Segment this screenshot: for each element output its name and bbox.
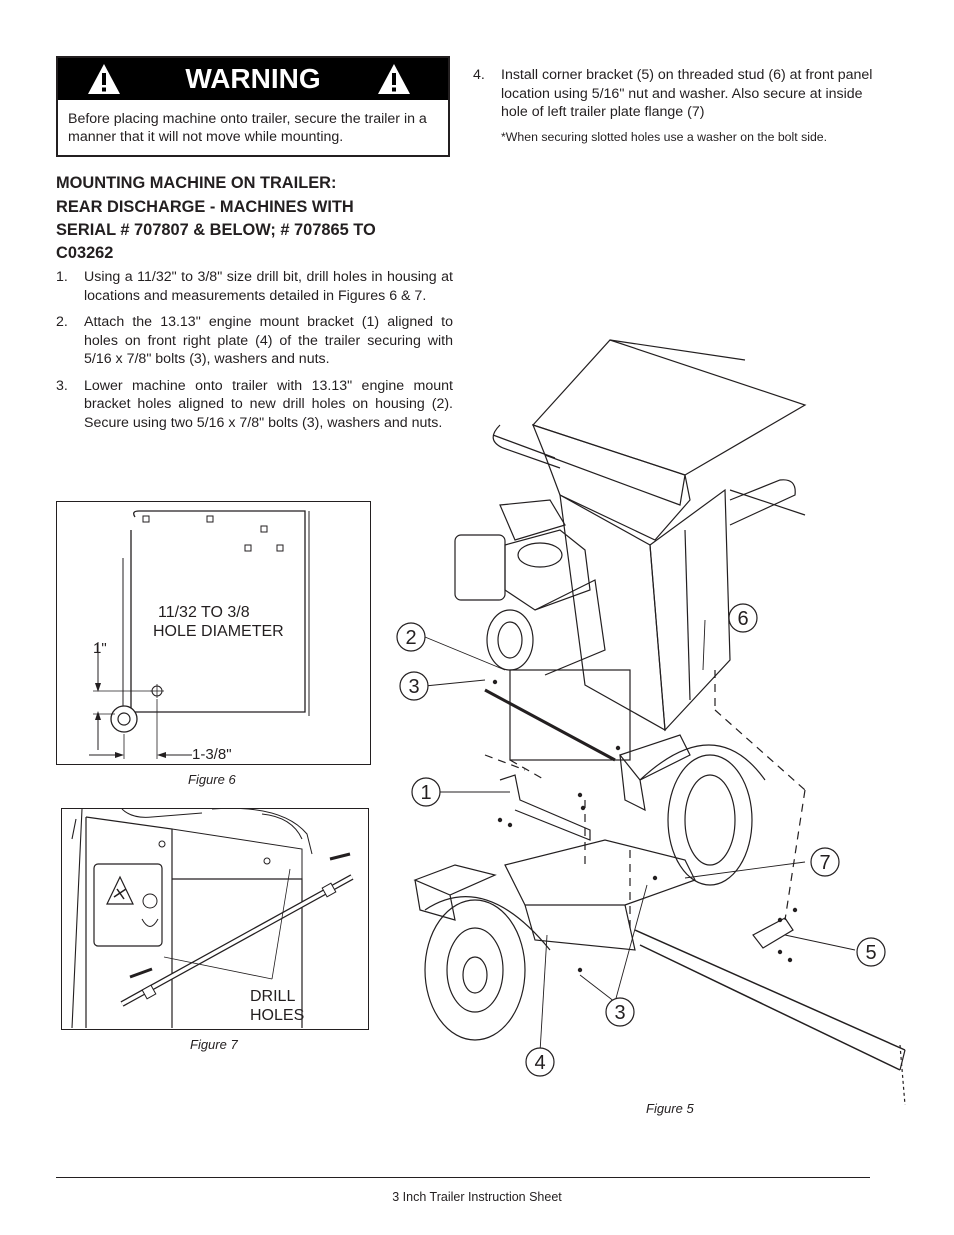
instruction-list-right: 4. Install corner bracket (5) on threade… bbox=[473, 66, 873, 130]
warning-header: WARNING bbox=[58, 58, 448, 100]
callout-1: 1 bbox=[420, 782, 431, 804]
drill-holes-label: DRILL HOLES bbox=[250, 987, 304, 1025]
callout-3-lower: 3 bbox=[614, 1002, 625, 1024]
instruction-step: 1. Using a 11/32" to 3/8" size drill bit… bbox=[56, 268, 453, 305]
callout-3: 3 bbox=[408, 676, 419, 698]
figure-7-caption: Figure 7 bbox=[190, 1037, 238, 1052]
instruction-step: 4. Install corner bracket (5) on threade… bbox=[473, 66, 873, 122]
hole-diameter-label-line: HOLE DIAMETER bbox=[153, 623, 284, 640]
step-number: 4. bbox=[473, 67, 485, 83]
callout-5: 5 bbox=[865, 942, 876, 964]
figure-6-drawing bbox=[89, 510, 310, 759]
step-number: 2. bbox=[56, 314, 68, 330]
subheading-line: SERIAL # 707807 & BELOW; # 707865 TO bbox=[56, 221, 376, 239]
figure-5-exploded-view: 2 3 1 6 7 5 3 4 bbox=[396, 339, 906, 1106]
step-text: Using a 11/32" to 3/8" size drill bit, d… bbox=[84, 269, 453, 304]
warning-text: Before placing machine onto trailer, sec… bbox=[68, 111, 427, 145]
callout-7: 7 bbox=[819, 852, 830, 874]
figure-5-caption: Figure 5 bbox=[646, 1101, 694, 1116]
dimension-horizontal-label: 1-3/8" bbox=[192, 746, 232, 763]
drill-holes-label-line: HOLES bbox=[250, 1007, 305, 1024]
drill-holes-label-line: DRILL bbox=[250, 988, 296, 1005]
washer-note: *When securing slotted holes use a washe… bbox=[501, 130, 828, 144]
figure-7-drawing bbox=[71, 807, 354, 1029]
step-text: Install corner bracket (5) on threaded s… bbox=[501, 67, 873, 120]
footer-text: 3 Inch Trailer Instruction Sheet bbox=[392, 1190, 562, 1204]
instruction-list: 1. Using a 11/32" to 3/8" size drill bit… bbox=[56, 268, 453, 440]
warning-triangle-icon bbox=[378, 64, 410, 94]
step-text: Attach the 13.13" engine mount bracket (… bbox=[84, 314, 453, 367]
subheading-line: REAR DISCHARGE - MACHINES WITH bbox=[56, 198, 354, 216]
figure-6-caption: Figure 6 bbox=[188, 772, 236, 787]
dimension-vertical-label: 1" bbox=[93, 640, 107, 657]
footer-divider bbox=[56, 1177, 870, 1178]
figure-6: 11/32 TO 3/8 HOLE DIAMETER 1" 1-3/8" bbox=[56, 501, 371, 765]
warning-triangle-icon bbox=[88, 64, 120, 94]
section-subheading: REAR DISCHARGE - MACHINES WITH SERIAL # … bbox=[56, 196, 456, 265]
step-text: Lower machine onto trailer with 13.13" e… bbox=[84, 377, 453, 431]
hole-diameter-label-line: 11/32 TO 3/8 bbox=[158, 604, 250, 621]
section-heading: MOUNTING MACHINE ON TRAILER: bbox=[56, 174, 337, 192]
subheading-line: C03262 bbox=[56, 244, 114, 262]
hole-diameter-label: 11/32 TO 3/8 HOLE DIAMETER bbox=[153, 603, 284, 641]
callout-4: 4 bbox=[534, 1052, 545, 1074]
callout-6: 6 bbox=[737, 608, 748, 630]
instruction-step: 2. Attach the 13.13" engine mount bracke… bbox=[56, 313, 453, 369]
warning-title: WARNING bbox=[185, 63, 321, 94]
instruction-step: 3. Lower machine onto trailer with 13.13… bbox=[56, 377, 453, 433]
figure-7: DRILL HOLES bbox=[61, 807, 369, 1030]
step-number: 3. bbox=[56, 377, 68, 394]
callout-2: 2 bbox=[405, 627, 416, 649]
step-number: 1. bbox=[56, 269, 68, 285]
warning-box: WARNING Before placing machine onto trai… bbox=[56, 56, 450, 157]
